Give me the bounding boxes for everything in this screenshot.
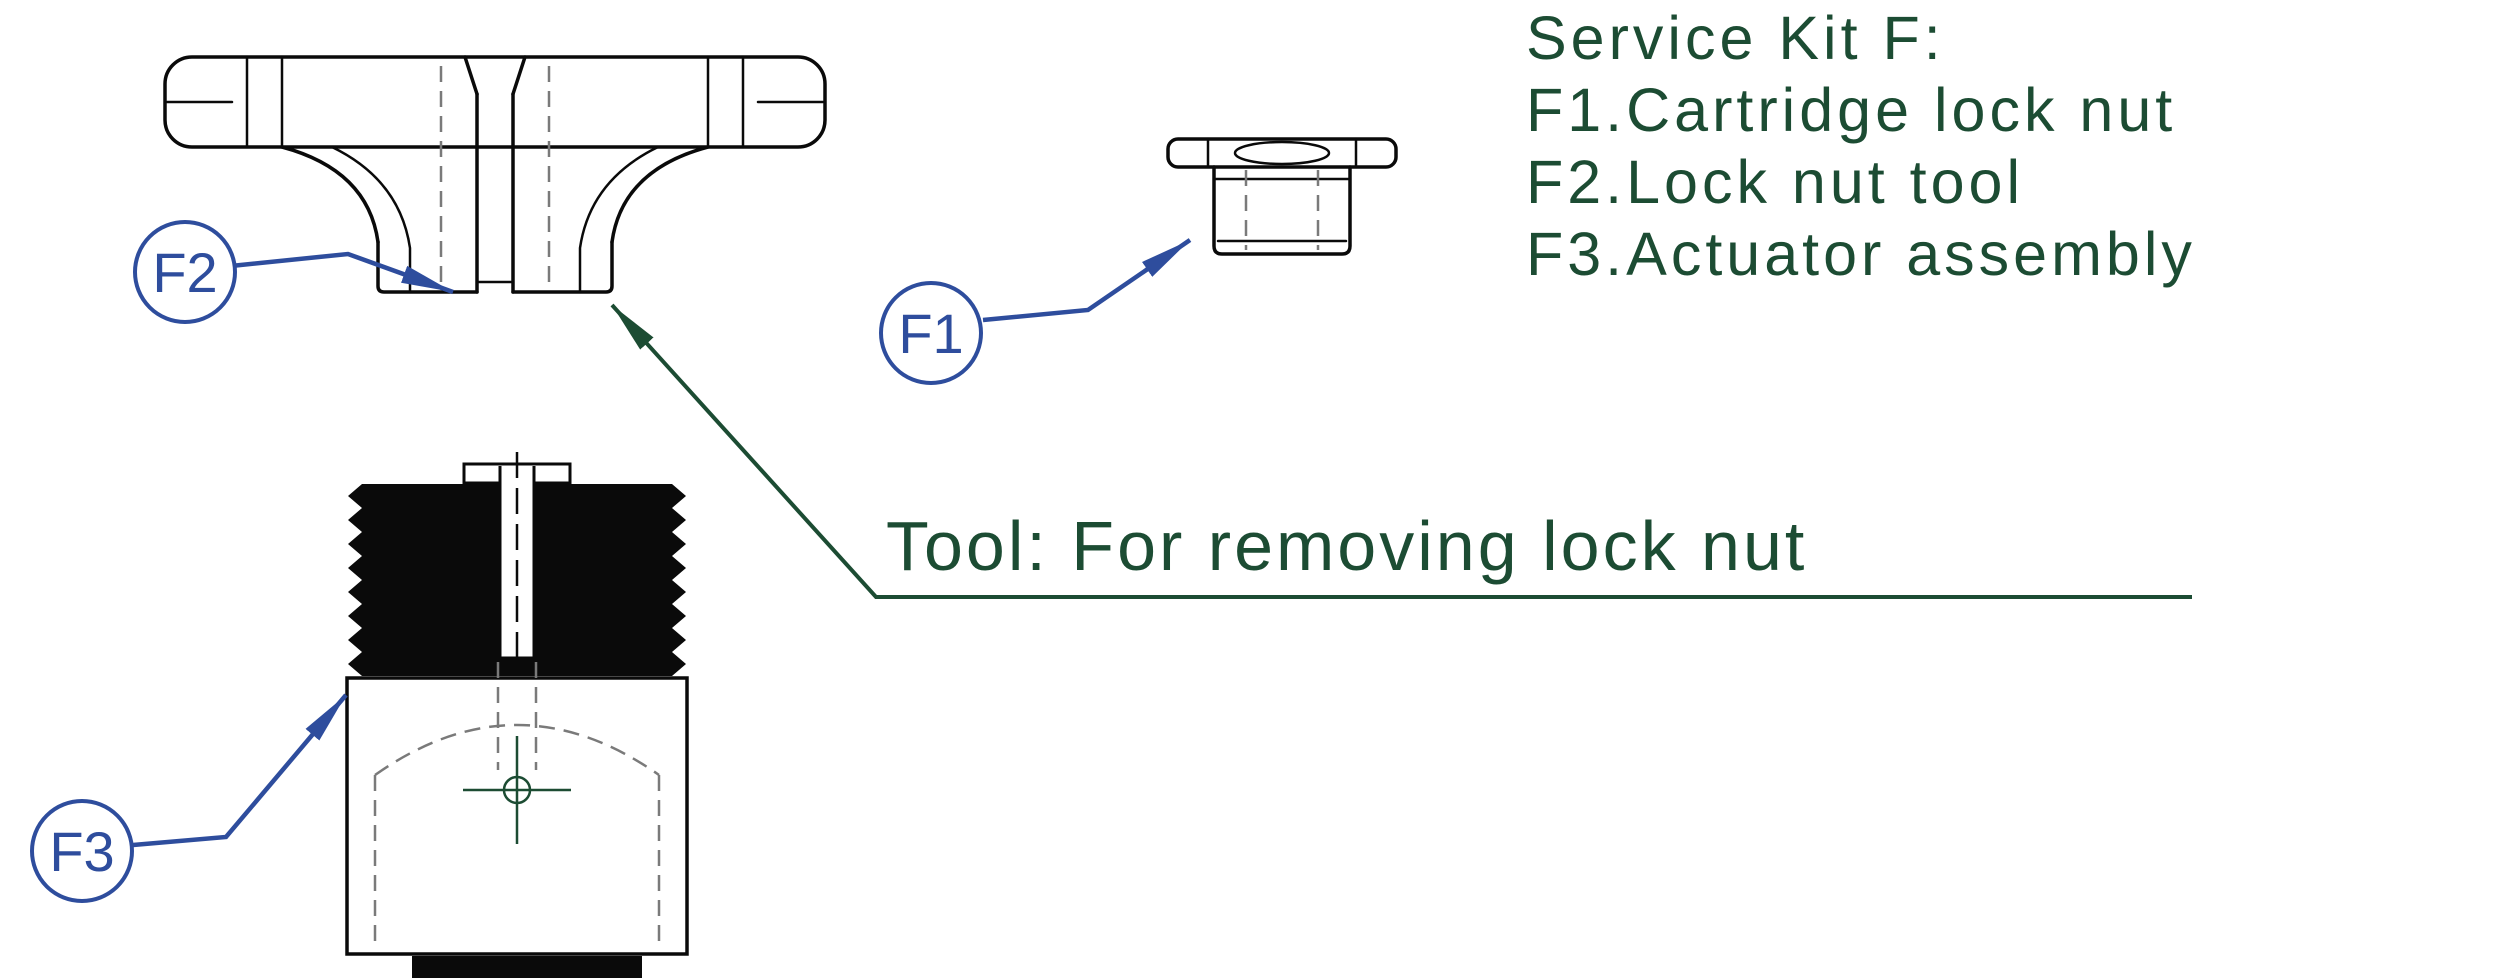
- f3-leader-arrow: [132, 693, 348, 848]
- legend-title: Service Kit F:: [1526, 4, 1945, 72]
- service-kit-legend: Service Kit F: F1.Cartridge lock nut F2.…: [1526, 2, 2196, 290]
- balloon-f3-label: F3: [49, 819, 115, 883]
- nut-body: [1212, 165, 1352, 256]
- f1-leader-arrow: [982, 238, 1192, 323]
- balloon-f3: F3: [30, 799, 134, 903]
- tool-handle-end-lines: [165, 55, 825, 149]
- tool-center-slot: [463, 55, 527, 294]
- balloon-f2: F2: [133, 220, 237, 324]
- legend-item-f3: F3.Actuator assembly: [1526, 220, 2196, 288]
- balloon-f2-label: F2: [152, 240, 218, 304]
- actuator-hidden-lines: [373, 662, 661, 948]
- tool-handle-bar: [163, 55, 827, 149]
- legend-item-f2: F2.Lock nut tool: [1526, 148, 2025, 216]
- tool-caption: Tool: For removing lock nut: [886, 507, 1808, 585]
- leader-lines: [132, 238, 2192, 848]
- f2-leader-arrow: [230, 251, 454, 295]
- tool-hidden-lines: [439, 66, 551, 288]
- cartridge-lock-nut-drawing: [1166, 137, 1398, 256]
- balloon-f1: F1: [879, 281, 983, 385]
- actuator-bottom-section: [412, 956, 642, 978]
- nut-flange-oval: [1233, 140, 1331, 166]
- lock-nut-tool-drawing: [163, 55, 827, 294]
- tool-caption-leader-arrow: [610, 303, 2192, 599]
- tool-hub: [280, 145, 710, 294]
- center-mark-icon: [463, 736, 571, 844]
- actuator-assembly-drawing: [345, 452, 689, 978]
- balloon-f1-label: F1: [898, 301, 964, 365]
- nut-flange: [1166, 137, 1398, 169]
- legend-item-f1: F1.Cartridge lock nut: [1526, 76, 2177, 144]
